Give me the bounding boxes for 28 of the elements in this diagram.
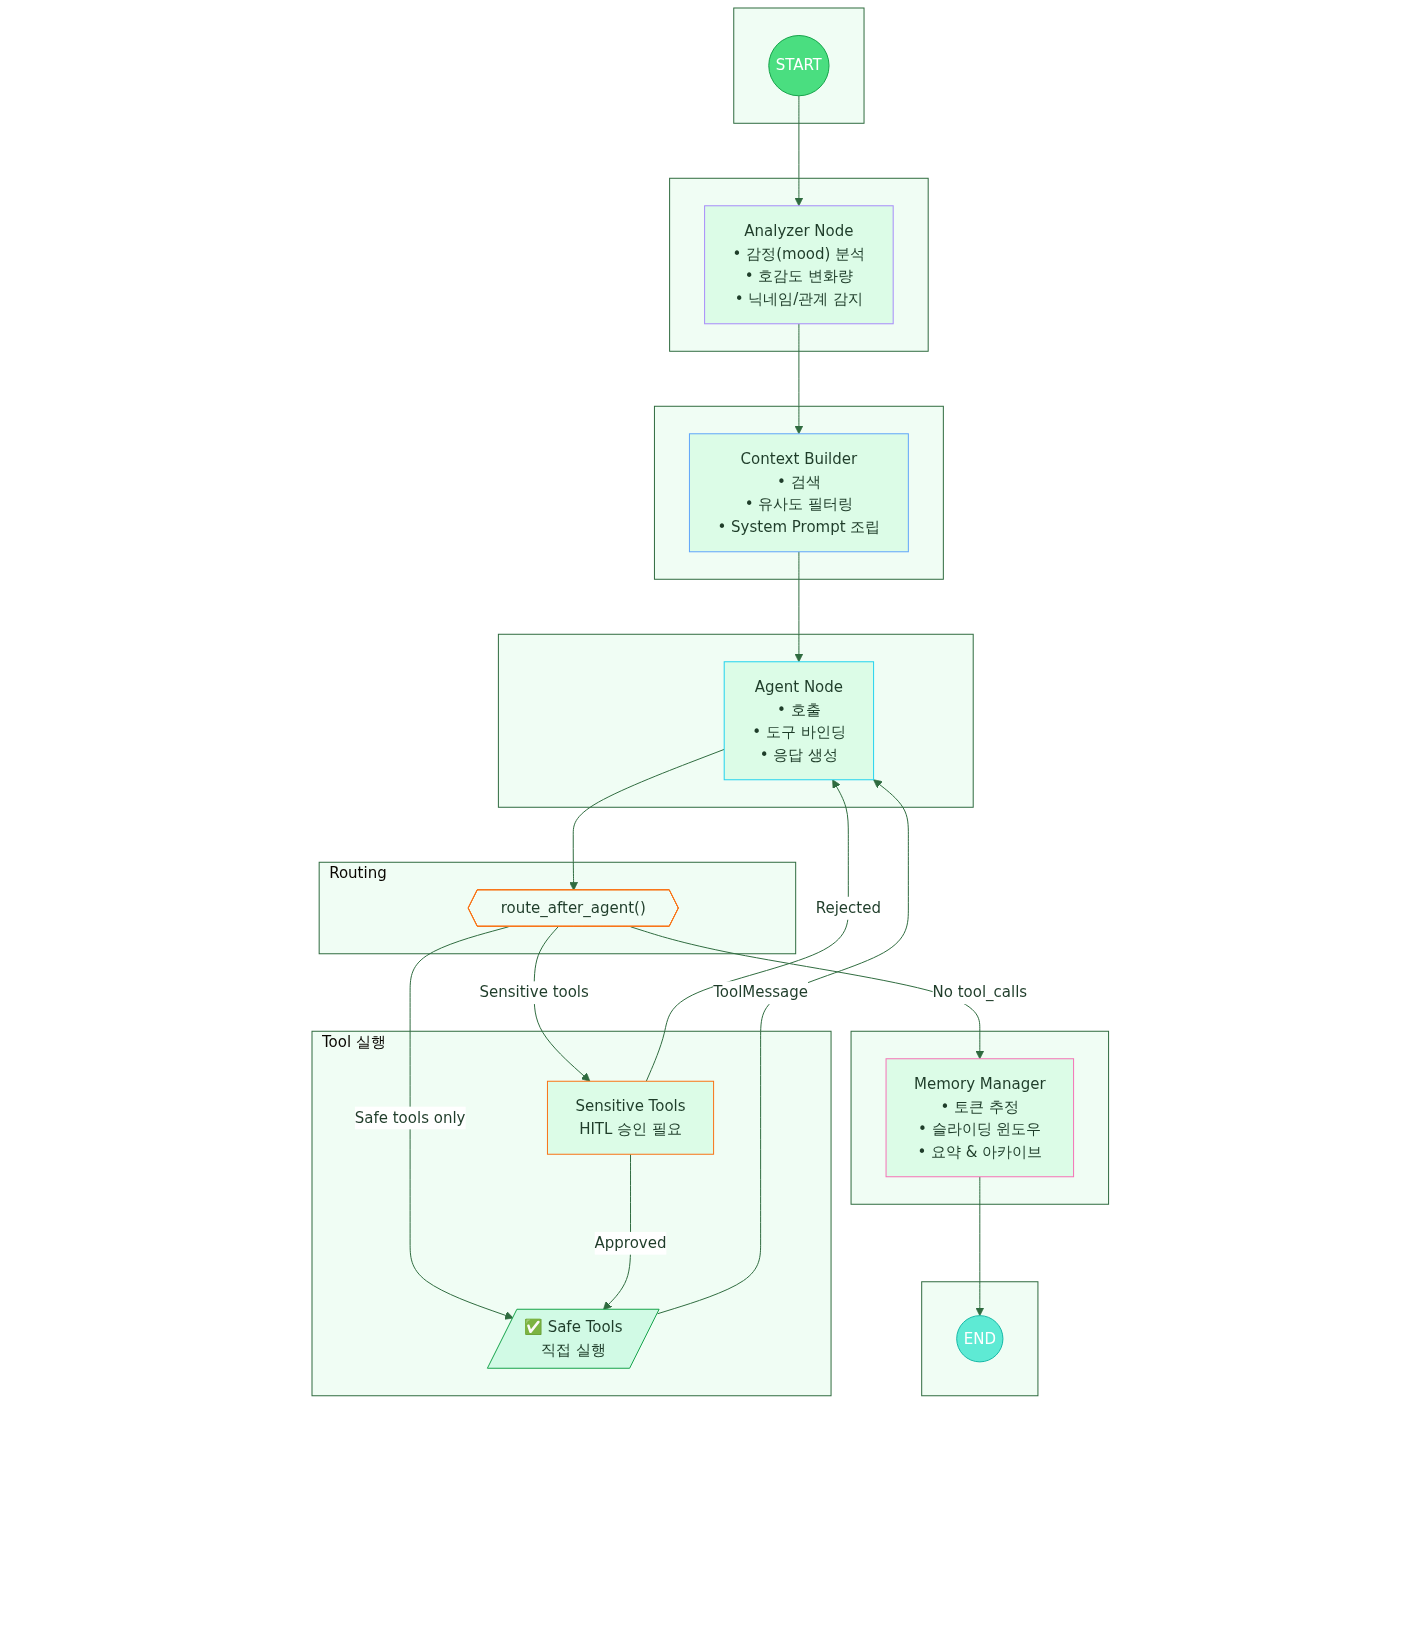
node-box: Analyzer Node • 감정(mood) 분석 • 호감도 변화량 • 닉네임/관계 감지 xyxy=(703,205,894,325)
arrow xyxy=(645,779,849,1082)
cluster xyxy=(497,633,974,808)
cluster xyxy=(850,1030,1109,1205)
cluster xyxy=(668,177,929,352)
edge-label: ToolMessage xyxy=(712,983,808,1002)
arrow xyxy=(533,926,590,1082)
node-circle: END xyxy=(955,1315,1004,1363)
node-circle: START xyxy=(767,35,830,97)
edge-label: Approved xyxy=(594,1233,667,1252)
node-box: Agent Node • 호출 • 도구 바인딩 • 응답 생성 xyxy=(723,661,874,781)
edge-label: Rejected xyxy=(815,898,881,917)
arrow xyxy=(794,95,803,207)
cluster xyxy=(653,405,944,580)
edge-label: Sensitive tools xyxy=(479,983,589,1002)
node-box: Memory Manager • 토큰 추정 • 슬라이딩 윈도우 • 요약 & 아카이브 xyxy=(885,1058,1074,1178)
node-box: Sensitive Tools HITL 승인 필요 xyxy=(546,1080,714,1155)
arrow xyxy=(656,779,909,1315)
arrow xyxy=(975,1176,984,1317)
node-box: Context Builder • 검색 • 유사도 필터링 • System Prompt 조립 xyxy=(688,433,909,553)
cluster xyxy=(920,1281,1039,1397)
edge-label: Safe tools only xyxy=(354,1108,466,1127)
arrow xyxy=(794,551,803,663)
arrow xyxy=(409,926,514,1320)
cluster xyxy=(732,7,865,124)
arrow xyxy=(568,748,725,891)
arrow xyxy=(794,323,803,435)
edge-label: No tool_calls xyxy=(932,983,1027,1002)
